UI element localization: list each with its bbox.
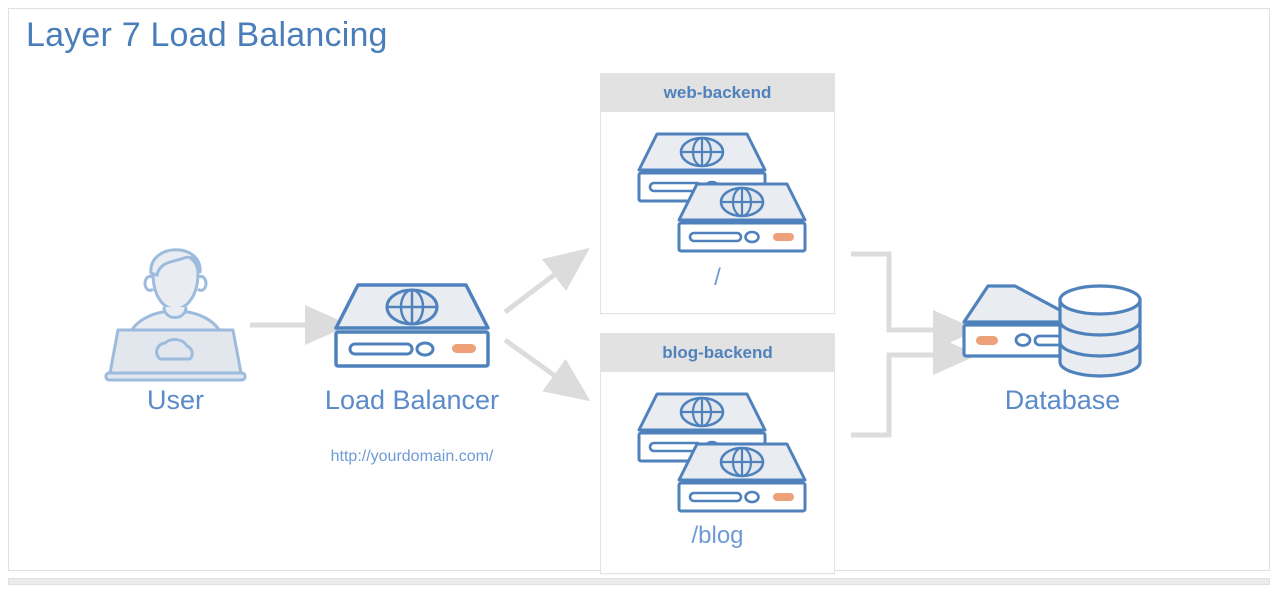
connector-lb-to-blog-backend (503, 337, 591, 402)
load-balancer-label: Load Balancer (324, 385, 500, 415)
group-blog-backend-title: blog-backend (601, 334, 834, 372)
load-balancer-server-icon (334, 283, 490, 368)
connector-web-backend-to-database (851, 251, 978, 350)
blog-backend-path-label: /blog (691, 522, 744, 549)
web-backend-path-label: / (714, 264, 721, 291)
group-web-backend[interactable]: web-backend (600, 73, 835, 314)
group-blog-backend-body: /blog (601, 372, 834, 573)
page-title: Layer 7 Load Balancing (26, 16, 388, 54)
connector-lb-to-web-backend (503, 247, 590, 314)
group-web-backend-title: web-backend (601, 74, 834, 112)
load-balancer-url: http://yourdomain.com/ (330, 448, 494, 465)
group-web-backend-body: / (601, 112, 834, 313)
user-laptop-icon (104, 248, 247, 382)
connector-blog-backend-to-database (851, 335, 978, 438)
user-label: User (146, 385, 204, 415)
database-stack-icon (962, 284, 1142, 378)
group-blog-backend[interactable]: blog-backend (600, 333, 835, 574)
footer-bar (8, 578, 1270, 585)
database-label: Database (1004, 385, 1121, 415)
web-backend-servers-icon (637, 132, 807, 253)
blog-backend-servers-icon (637, 392, 807, 513)
